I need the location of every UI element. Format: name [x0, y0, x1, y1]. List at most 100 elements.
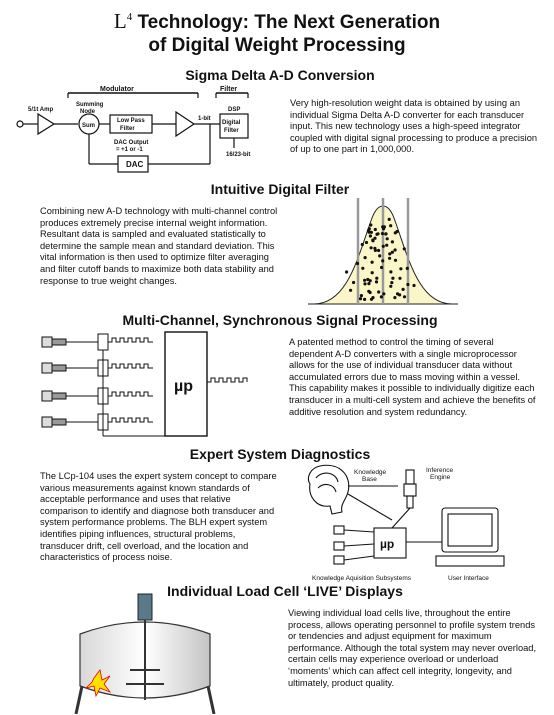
- page-title: L4 Technology: The Next Generation of Di…: [0, 6, 554, 57]
- engine-label: Engine: [430, 474, 451, 481]
- sample-dot: [405, 266, 409, 270]
- sample-dot: [371, 238, 375, 242]
- sample-dot: [370, 271, 374, 275]
- multichannel-diagram: µp: [41, 331, 248, 437]
- sample-dot: [385, 243, 389, 247]
- sample-dot: [398, 293, 402, 297]
- sigma-heading: Sigma Delta A-D Conversion: [185, 67, 375, 83]
- sample-dot: [402, 295, 407, 299]
- sample-dot: [376, 232, 380, 236]
- sample-dot: [406, 282, 410, 287]
- sample-dot: [366, 277, 370, 282]
- sample-dot: [368, 234, 372, 238]
- multichannel-body: A patented method to control the timing …: [289, 337, 536, 417]
- sigma-body: Very high-resolution weight data is obta…: [290, 98, 538, 155]
- mu-label: µp: [174, 378, 193, 395]
- sample-dot: [377, 290, 381, 294]
- sample-dot: [364, 240, 369, 245]
- sample-dot: [402, 247, 406, 251]
- sample-dot: [388, 252, 392, 256]
- lowpass-label-1: Low Pass: [117, 118, 145, 124]
- sample-dot: [380, 265, 384, 270]
- sample-dot: [368, 290, 372, 295]
- sample-dot: [363, 297, 367, 301]
- sample-dot: [361, 266, 365, 270]
- sample-dot: [359, 294, 363, 298]
- channel-row: [41, 413, 153, 436]
- kas-label: Knowledge Aquisition Subsystems: [312, 575, 412, 582]
- node-label: Node: [80, 109, 96, 115]
- sample-dot: [360, 242, 364, 247]
- sample-dot: [381, 244, 385, 248]
- sample-dot: [389, 224, 393, 228]
- sample-dot: [382, 225, 386, 229]
- sample-dot: [385, 237, 389, 241]
- sample-dot: [380, 232, 384, 236]
- summing-label: Summing: [76, 102, 104, 108]
- knowledge-label: Knowledge: [354, 469, 387, 476]
- vessel-graphic: [74, 593, 216, 714]
- sample-dot: [369, 246, 373, 250]
- onebit-label: 1-bit: [198, 116, 211, 122]
- sample-dot: [390, 250, 394, 254]
- dac-output-value: = +1 or -1: [116, 147, 143, 153]
- dac-label: DAC: [126, 160, 144, 169]
- filter-heading: Intuitive Digital Filter: [210, 181, 350, 197]
- sample-dot: [373, 227, 377, 232]
- sample-dot: [382, 292, 386, 296]
- sample-dot: [349, 288, 353, 292]
- sample-dot: [366, 229, 371, 233]
- sample-dot: [379, 295, 383, 299]
- title-line-2: of Digital Weight Processing: [148, 35, 406, 56]
- sample-dot: [363, 256, 367, 260]
- l4-logo: L4: [113, 9, 133, 33]
- digital-label: Digital: [222, 120, 241, 126]
- sample-dot: [345, 270, 349, 274]
- digital-filter-label: Filter: [224, 128, 239, 134]
- live-heading: Individual Load Cell ‘LIVE’ Displays: [167, 583, 403, 599]
- dac-output-label: DAC Output: [114, 140, 148, 146]
- inference-label: Inference: [426, 467, 453, 474]
- sample-dot: [401, 287, 405, 291]
- sample-dot: [390, 281, 394, 285]
- sample-dot: [389, 270, 393, 274]
- sample-dot: [367, 282, 371, 286]
- sigma-delta-diagram: Modulator Filter 5/1t Amp Summing Node S…: [16, 86, 250, 173]
- sample-dot: [393, 258, 398, 262]
- sample-dot: [389, 284, 393, 288]
- bell-curve-graphic: [308, 198, 458, 305]
- sample-dot: [378, 254, 382, 258]
- expert-heading: Expert System Diagnostics: [189, 446, 371, 462]
- dsp-label: DSP: [228, 107, 240, 113]
- sample-dot: [368, 279, 372, 283]
- sample-dot: [358, 297, 363, 301]
- expert-mu-label: µp: [380, 537, 394, 551]
- lowpass-label-2: Filter: [120, 126, 135, 132]
- channel-row: [41, 387, 153, 410]
- expert-system-diagram: Knowledge Base Inference Engine µp Knowl…: [307, 464, 505, 582]
- amp-label: 5/1t Amp: [28, 107, 53, 113]
- sample-dot: [369, 297, 374, 301]
- bits-label: 16/23-bit: [226, 152, 250, 158]
- sample-dot: [363, 282, 367, 286]
- sample-dot: [381, 259, 385, 263]
- sample-dot: [363, 278, 367, 282]
- sample-dot: [384, 232, 388, 236]
- sample-dot: [398, 276, 402, 280]
- sample-dot: [399, 267, 403, 271]
- sample-dot: [395, 229, 399, 234]
- ui-label: User Interface: [448, 575, 489, 582]
- sample-dot: [373, 248, 377, 252]
- sample-dot: [373, 236, 377, 240]
- multichannel-heading: Multi-Channel, Synchronous Signal Proces…: [122, 312, 438, 328]
- sample-dot: [369, 223, 373, 227]
- channel-row: [41, 333, 153, 356]
- channel-row: [41, 359, 153, 382]
- sample-dot: [375, 276, 379, 280]
- sample-dot: [393, 248, 397, 252]
- sample-dot: [352, 280, 356, 285]
- sample-dot: [390, 240, 394, 244]
- sample-dot: [388, 256, 392, 260]
- base-label: Base: [362, 476, 377, 483]
- modulator-label: Modulator: [100, 86, 134, 93]
